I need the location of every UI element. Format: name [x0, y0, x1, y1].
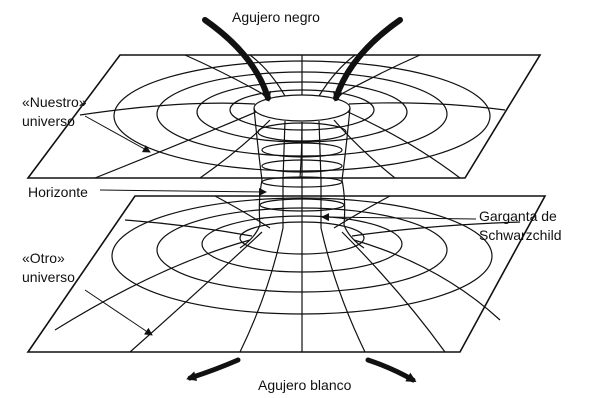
other-universe-label-line-2: universo: [22, 269, 75, 285]
lower-universe-sheet: [26, 195, 547, 353]
upper-universe-sheet: [26, 54, 542, 181]
our-universe-label-line-1: «Nuestro»: [22, 94, 87, 110]
black-hole-label: Agujero negro: [232, 9, 320, 25]
our-universe-label: «Nuestro» universo: [22, 93, 87, 131]
throat-label-line-1: Garganta de: [479, 208, 557, 224]
black-hole-arrows: [202, 17, 403, 102]
throat-label: Garganta de Schwarzchild: [479, 207, 561, 245]
horizon-label: Horizonte: [28, 184, 88, 200]
white-hole-label: Agujero blanco: [258, 377, 352, 393]
throat-label-line-2: Schwarzchild: [479, 227, 562, 243]
our-universe-label-line-2: universo: [22, 113, 75, 129]
other-universe-label: «Otro» universo: [22, 249, 75, 287]
throat-tube: [258, 176, 346, 228]
pointer-lines: [84, 115, 477, 336]
white-hole-arrows: [186, 357, 417, 383]
other-universe-label-line-1: «Otro»: [22, 250, 65, 266]
